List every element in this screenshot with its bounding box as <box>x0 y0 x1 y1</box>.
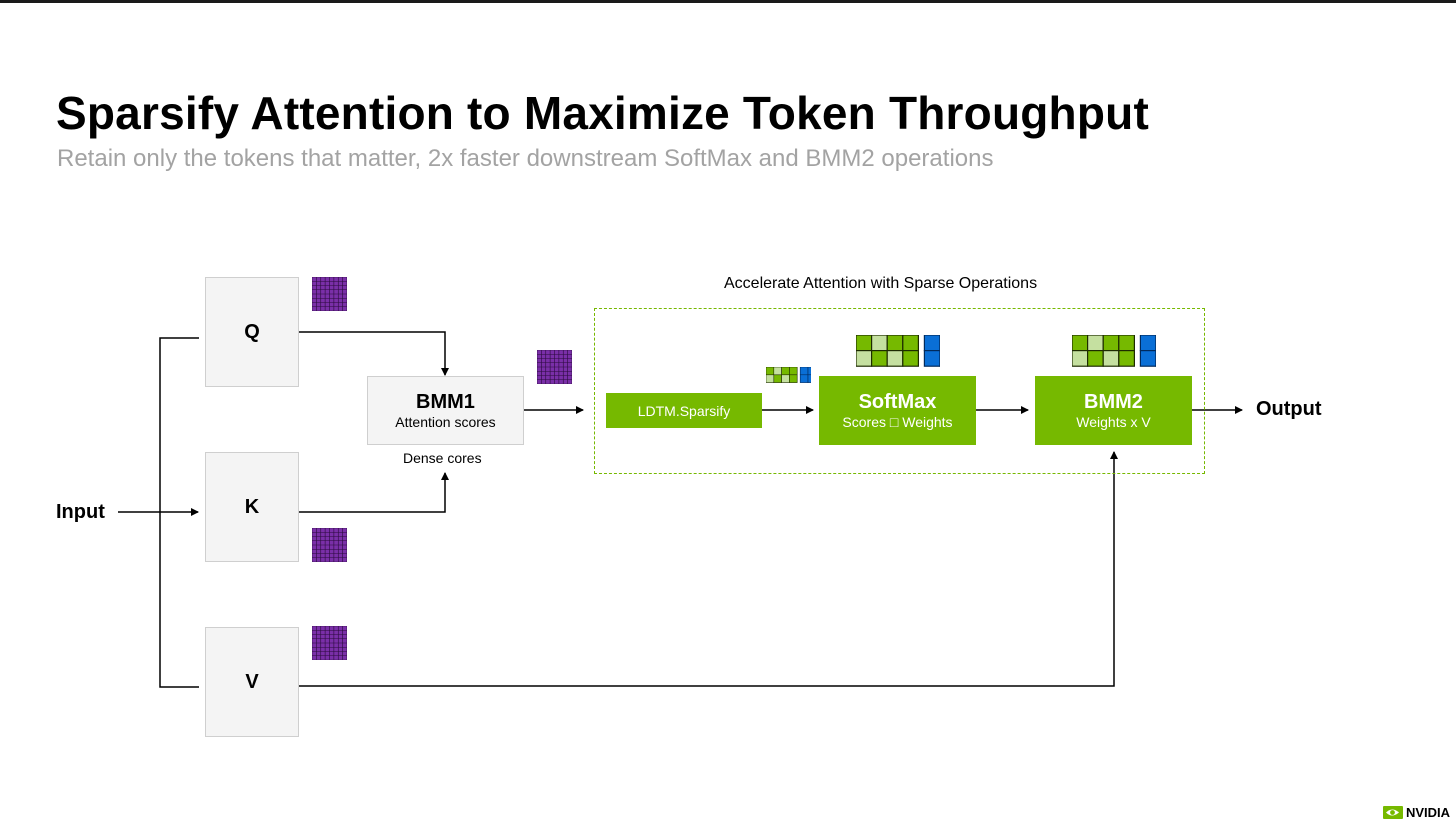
v-box: V <box>205 627 299 737</box>
bmm1-title: BMM1 <box>416 390 475 413</box>
input-branch-line <box>159 337 199 688</box>
scores-matrix-icon <box>537 350 572 384</box>
v-to-bmm2-arrow <box>299 451 1118 687</box>
softmax-title: SoftMax <box>858 390 937 413</box>
ldtm-label: LDTM.Sparsify <box>637 402 731 419</box>
page-title: Sparsify Attention to Maximize Token Thr… <box>56 87 1149 139</box>
q-box: Q <box>205 277 299 387</box>
v-matrix-icon <box>312 626 347 660</box>
accel-title: Accelerate Attention with Sparse Operati… <box>724 275 1038 292</box>
nvidia-eye-icon <box>1382 806 1403 819</box>
ldtm-sparsify-box: LDTM.Sparsify <box>606 393 762 428</box>
nvidia-wordmark: NVIDIA <box>1405 805 1450 820</box>
bmm2-sparse-matrix-icon <box>1072 335 1156 367</box>
bmm1-caption: Dense cores <box>403 450 482 466</box>
k-box: K <box>205 452 299 562</box>
bmm2-subtitle: Weights x V <box>1076 413 1151 430</box>
k-to-bmm1-arrow <box>299 472 449 513</box>
softmax-subtitle: Scores □ Weights <box>842 413 953 430</box>
k-matrix-icon <box>312 528 347 562</box>
bmm1-subtitle: Attention scores <box>395 413 496 430</box>
q-to-bmm1-arrow <box>299 331 449 376</box>
input-label: Input <box>56 501 105 523</box>
nvidia-logo: NVIDIA <box>1382 805 1450 820</box>
bmm2-title: BMM2 <box>1084 390 1143 413</box>
q-label: Q <box>244 320 260 343</box>
output-label: Output <box>1256 398 1322 420</box>
page-subtitle: Retain only the tokens that matter, 2x f… <box>57 145 994 172</box>
bmm1-box: BMM1 Attention scores <box>367 376 524 445</box>
bmm2-box: BMM2 Weights x V <box>1035 376 1192 445</box>
softmax-box: SoftMax Scores □ Weights <box>819 376 976 445</box>
sparse-matrix-small-icon <box>766 367 811 383</box>
k-label: K <box>244 495 260 518</box>
top-rule <box>0 0 1456 3</box>
sparse-operations-region <box>594 308 1205 474</box>
softmax-sparse-matrix-icon <box>856 335 940 367</box>
v-label: V <box>245 670 259 693</box>
q-matrix-icon <box>312 277 347 311</box>
